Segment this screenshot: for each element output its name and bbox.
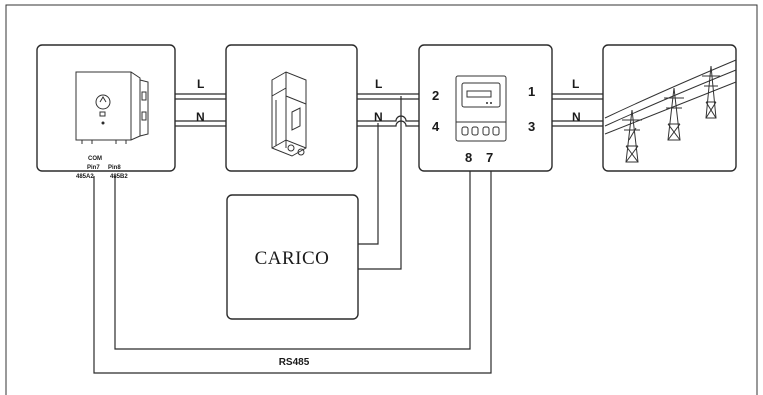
label-grid-l: L [572, 77, 579, 91]
wire-rs485-b [114, 171, 471, 350]
label-breaker-n: N [374, 110, 383, 124]
wire-breaker-meter-n [357, 115, 419, 127]
breaker-box [225, 44, 358, 172]
label-inverter-n: N [196, 110, 205, 124]
outer-frame [5, 4, 758, 395]
wire-load-l [358, 96, 402, 270]
terminal-1: 1 [528, 84, 535, 99]
com-label: COM [88, 156, 102, 162]
meter-box [418, 44, 553, 172]
terminal-7: 7 [486, 150, 493, 165]
wire-meter-grid-n [552, 120, 603, 127]
pin8-label: Pin8 [108, 165, 121, 171]
load-label: CARICO [255, 248, 330, 269]
rs485a-label: 485A2 [76, 174, 94, 180]
terminal-3: 3 [528, 119, 535, 134]
wire-rs485-a [93, 171, 492, 374]
rs485-label: RS485 [279, 357, 310, 368]
circuit-breaker-icon [271, 71, 307, 157]
rs485b-label: 485B2 [110, 174, 128, 180]
terminal-4: 4 [432, 119, 440, 134]
wire-inverter-breaker-l [175, 93, 226, 100]
solar-inverter-icon [75, 71, 149, 144]
terminal-2: 2 [432, 88, 439, 103]
wire-inverter-breaker-n [175, 120, 226, 127]
wire-meter-grid-l [552, 93, 603, 100]
wire-load-n [358, 123, 379, 245]
pin7-label: Pin7 [87, 165, 100, 171]
terminal-8: 8 [465, 150, 472, 165]
power-grid-tower-icon [604, 59, 737, 163]
load-box [226, 194, 359, 320]
wire-breaker-meter-l [357, 93, 419, 100]
label-breaker-l: L [375, 77, 382, 91]
label-grid-n: N [572, 110, 581, 124]
label-inverter-l: L [197, 77, 204, 91]
energy-meter-icon [455, 75, 507, 142]
